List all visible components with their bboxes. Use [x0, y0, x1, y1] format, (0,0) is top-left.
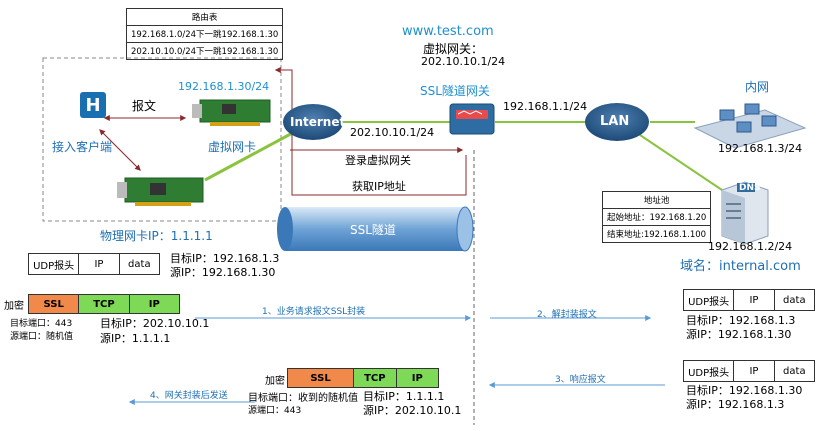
encrypted-src-port: 源端口：随机值	[10, 332, 74, 342]
packet-cell: IP	[734, 361, 775, 381]
link-pnic-internet	[204, 128, 299, 182]
packet-udp-src: 源IP：192.168.1.30	[170, 266, 276, 279]
packet-udp-original: UDP报头 IP data	[28, 253, 160, 275]
address-pool-end: 结束地址:192.168.1.100	[601, 225, 712, 243]
gateway-lan-ip: 192.168.1.1/24	[503, 100, 588, 113]
return-dst-ip: 目标IP：1.1.1.1	[363, 390, 445, 403]
routing-table-title: 路由表	[125, 8, 284, 26]
login-arrow-label: 登录虚拟网关	[345, 154, 411, 167]
virtual-gateway-label: 虚拟网关：	[423, 42, 484, 56]
dns-ip: 192.168.1.2/24	[708, 240, 793, 253]
encrypted-dst-ip: 目标IP：202.10.10.1	[100, 317, 210, 330]
address-pool-table: 地址池 起始地址：192.168.1.20 结束地址:192.168.1.100	[601, 191, 712, 243]
step1-label: 1、业务请求报文SSL封装	[262, 307, 366, 317]
packet-cell: data	[128, 258, 151, 270]
packet-cell: SSL	[288, 369, 355, 387]
step3-label: 3、响应报文	[555, 375, 606, 385]
physical-nic-icon	[117, 177, 204, 206]
routing-table: 路由表 192.168.1.0/24下一跳192.168.1.30 202.10…	[125, 8, 284, 60]
physical-nic-label: 物理网卡IP：1.1.1.1	[100, 229, 213, 243]
arrow-get-ip	[274, 67, 467, 196]
address-pool-start: 起始地址：192.168.1.20	[601, 208, 712, 226]
packet-cell: UDP报头	[684, 290, 735, 310]
packet-return-encrypted: SSL TCP IP	[287, 368, 439, 388]
intranet-ip: 192.168.1.3/24	[718, 142, 803, 155]
return-encrypt-label: 加密	[265, 376, 285, 387]
packet-cell: TCP	[79, 295, 130, 313]
packet-cell: data	[783, 365, 806, 377]
decap-src: 源IP：192.168.1.30	[686, 328, 792, 341]
internet-cloud: Internet	[290, 115, 346, 129]
packet-cell: IP	[734, 290, 775, 310]
gateway-name: SSL隧道网关	[420, 84, 490, 98]
routing-table-row: 202.10.10.0/24下一跳192.168.1.30	[125, 42, 284, 60]
routing-table-row: 192.168.1.0/24下一跳192.168.1.30	[125, 25, 284, 43]
virtual-nic-ip: 192.168.1.30/24	[178, 80, 270, 93]
link-lan-dns	[639, 134, 723, 191]
packet-udp-dst: 目标IP：192.168.1.3	[170, 252, 280, 265]
access-client-label: 接入客户端	[52, 140, 113, 154]
packet-cell: UDP报头	[29, 254, 80, 274]
gateway-wan-ip: 202.10.10.1/24	[350, 126, 435, 139]
svg-text:H: H	[85, 95, 100, 116]
get-ip-arrow-label: 获取IP地址	[352, 180, 406, 193]
virtual-gateway-ip: 202.10.10.1/24	[421, 55, 506, 68]
packet-cell: data	[783, 294, 806, 306]
encrypted-src-ip: 源IP：1.1.1.1	[100, 332, 171, 345]
packet-cell: IP	[396, 369, 438, 387]
message-label: 报文	[132, 99, 157, 113]
arrow-client-pnic	[99, 129, 141, 171]
encrypt-label: 加密	[4, 301, 24, 312]
packet-response: UDP报头 IP data	[683, 360, 815, 382]
packet-encrypted: SSL TCP IP	[28, 294, 180, 314]
return-src-port: 源端口：443	[248, 406, 302, 416]
address-pool-title: 地址池	[601, 191, 712, 209]
packet-decapsulated: UDP报头 IP data	[683, 289, 815, 311]
packet-cell: SSL	[29, 295, 80, 313]
intranet-computers-icon	[693, 103, 807, 149]
virtual-nic-icon	[192, 99, 271, 126]
packet-cell: TCP	[354, 369, 397, 387]
internet-cloud-shape	[283, 104, 343, 140]
response-src: 源IP：192.168.1.3	[686, 398, 785, 411]
virtual-nic-label: 虚拟网卡	[208, 140, 257, 154]
encrypted-dst-port: 目标端口：443	[10, 319, 73, 329]
dns-icon-label: DNS	[739, 183, 761, 193]
packet-cell: IP	[129, 295, 179, 313]
packet-cell: UDP报头	[684, 361, 735, 381]
return-src-ip: 源IP：202.10.10.1	[363, 404, 462, 417]
dns-server-icon	[721, 181, 769, 245]
access-client-icon	[80, 92, 106, 118]
return-dst-port: 目标端口：收到的随机值	[248, 393, 358, 404]
gateway-url: www.test.com	[402, 24, 494, 39]
lan-cloud-shape	[585, 103, 649, 141]
lan-cloud: LAN	[600, 114, 630, 129]
ssl-tunnel-label: SSL隧道	[350, 223, 396, 237]
intranet-title: 内网	[745, 80, 770, 94]
ssl-tunnel	[285, 207, 465, 251]
packet-cell: IP	[79, 254, 120, 274]
step4-label: 4、网关封装后发送	[150, 391, 228, 401]
dns-domain: 域名：internal.com	[680, 259, 801, 274]
step2-label: 2、解封装报文	[537, 310, 597, 320]
decap-dst: 目标IP：192.168.1.3	[686, 314, 796, 327]
response-dst: 目标IP：192.168.1.30	[686, 384, 803, 397]
